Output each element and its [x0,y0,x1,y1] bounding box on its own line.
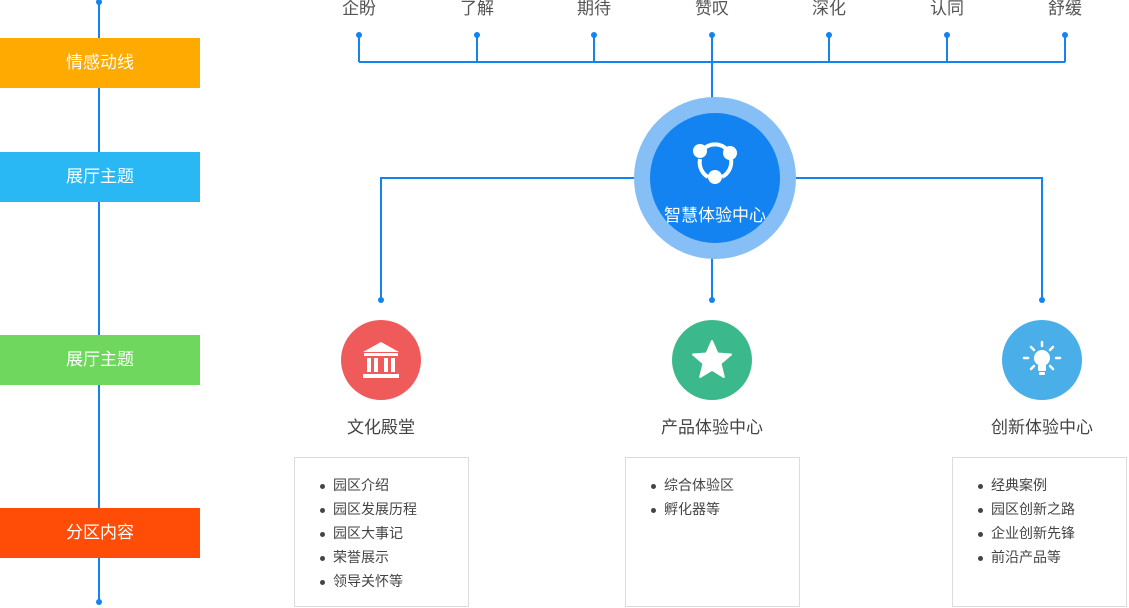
hub-core: 智慧体验中心 [650,113,780,243]
tag-emotion-line: 情感动线 [0,38,200,88]
zone-list-box: 园区介绍 园区发展历程 园区大事记 荣誉展示 领导关怀等 [294,457,469,607]
tag-zone-content: 分区内容 [0,508,200,558]
list-item: 领导关怀等 [320,570,468,594]
list-item: 前沿产品等 [978,546,1126,570]
emotion-label: 企盼 [342,0,376,19]
zone-circle-innovation [1002,320,1082,400]
timeline-dot-bottom [96,599,102,605]
emotion-label: 舒缓 [1048,0,1082,19]
zone-title: 文化殿堂 [347,418,415,438]
emotion-label: 认同 [930,0,964,19]
hub-title: 智慧体验中心 [664,206,766,226]
list-item: 企业创新先锋 [978,522,1126,546]
list-item: 孵化器等 [651,498,799,522]
list-item: 综合体验区 [651,474,799,498]
list-item: 园区发展历程 [320,498,468,522]
list-item: 园区介绍 [320,474,468,498]
emotion-label: 期待 [577,0,611,19]
list-item: 园区创新之路 [978,498,1126,522]
tag-hall-theme: 展厅主题 [0,152,200,202]
zone-list-box: 综合体验区 孵化器等 [625,457,800,607]
list-item: 荣誉展示 [320,546,468,570]
lightbulb-icon [1022,340,1062,375]
list-item: 经典案例 [978,474,1126,498]
zone-title: 创新体验中心 [991,418,1093,438]
timeline-dot-top [96,0,102,5]
emotion-ticks [356,32,1068,62]
share-nodes-icon [693,142,737,184]
museum-icon [363,342,399,378]
hub-node: 智慧体验中心 [634,97,796,259]
list-item: 园区大事记 [320,522,468,546]
emotion-label: 赞叹 [695,0,729,19]
zone-title: 产品体验中心 [661,418,763,438]
branch-right [795,177,1043,300]
zone-circle-product [672,320,752,400]
emotion-label: 了解 [460,0,494,19]
zone-circle-culture [341,320,421,400]
star-icon [692,340,732,378]
tag-hall-theme-2: 展厅主题 [0,335,200,385]
zone-list-box: 经典案例 园区创新之路 企业创新先锋 前沿产品等 [952,457,1127,607]
branch-left [380,177,635,300]
emotion-label: 深化 [812,0,846,19]
